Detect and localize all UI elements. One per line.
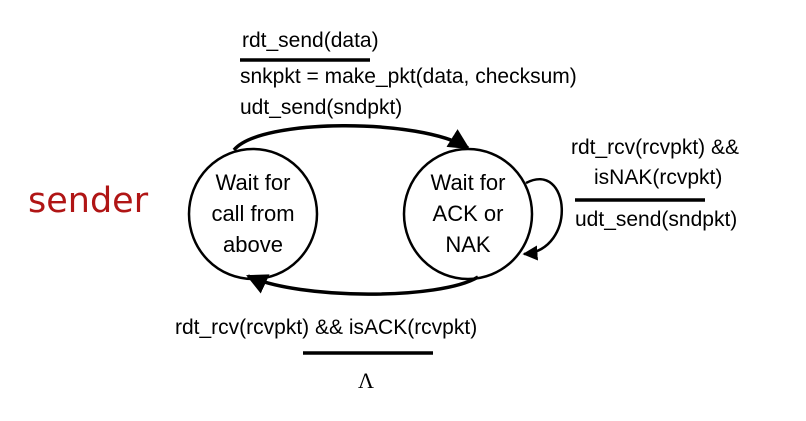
nak-event-label: isNAK(rcvpkt) <box>594 166 723 189</box>
state-line: above <box>223 232 283 257</box>
ack-event-label: rdt_rcv(rcvpkt) && isACK(rcvpkt) <box>175 316 478 339</box>
send-action-label: snkpkt = make_pkt(data, checksum) <box>240 65 577 88</box>
ack-action-lambda: Λ <box>358 368 374 393</box>
state-line: call from <box>211 201 295 226</box>
nak-event-label: rdt_rcv(rcvpkt) && <box>571 136 740 159</box>
state-wait-call-label: Wait for call from above <box>193 167 313 260</box>
send-action-label: udt_send(sndpkt) <box>240 96 403 119</box>
transition-ack-arrow <box>246 274 479 296</box>
nak-action-label: udt_send(sndpkt) <box>575 208 738 231</box>
state-line: NAK <box>445 232 491 257</box>
state-line: ACK or <box>432 201 504 226</box>
transition-send-arrow <box>232 124 470 152</box>
state-line: Wait for <box>430 170 506 195</box>
sender-label: sender <box>28 181 149 221</box>
state-line: Wait for <box>215 170 291 195</box>
send-event-label: rdt_send(data) <box>242 29 379 52</box>
transition-nak-self-loop-arrow <box>522 178 563 261</box>
state-wait-ack-label: Wait for ACK or NAK <box>408 167 528 260</box>
